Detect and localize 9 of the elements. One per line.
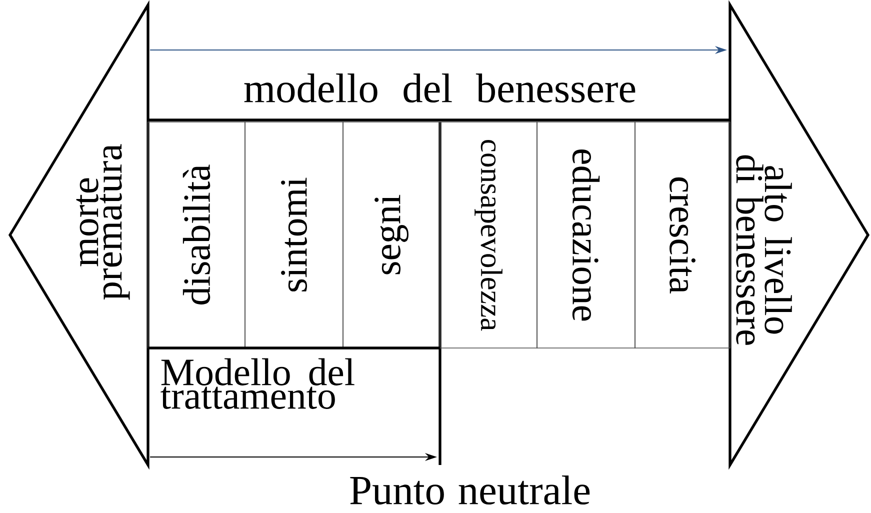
table-cell: educazione (536, 122, 636, 348)
table-cell: disabilità (148, 122, 246, 348)
band: modello del benessere (148, 73, 730, 122)
table-cell: sintomi (244, 122, 344, 348)
table-cell: segni (342, 122, 440, 348)
table-cell: crescita (634, 122, 730, 348)
point-label: Punto neutrale (350, 475, 590, 505)
text-box: Modello del trattamento (148, 346, 440, 409)
table-cell: consapevolezza (440, 122, 538, 348)
